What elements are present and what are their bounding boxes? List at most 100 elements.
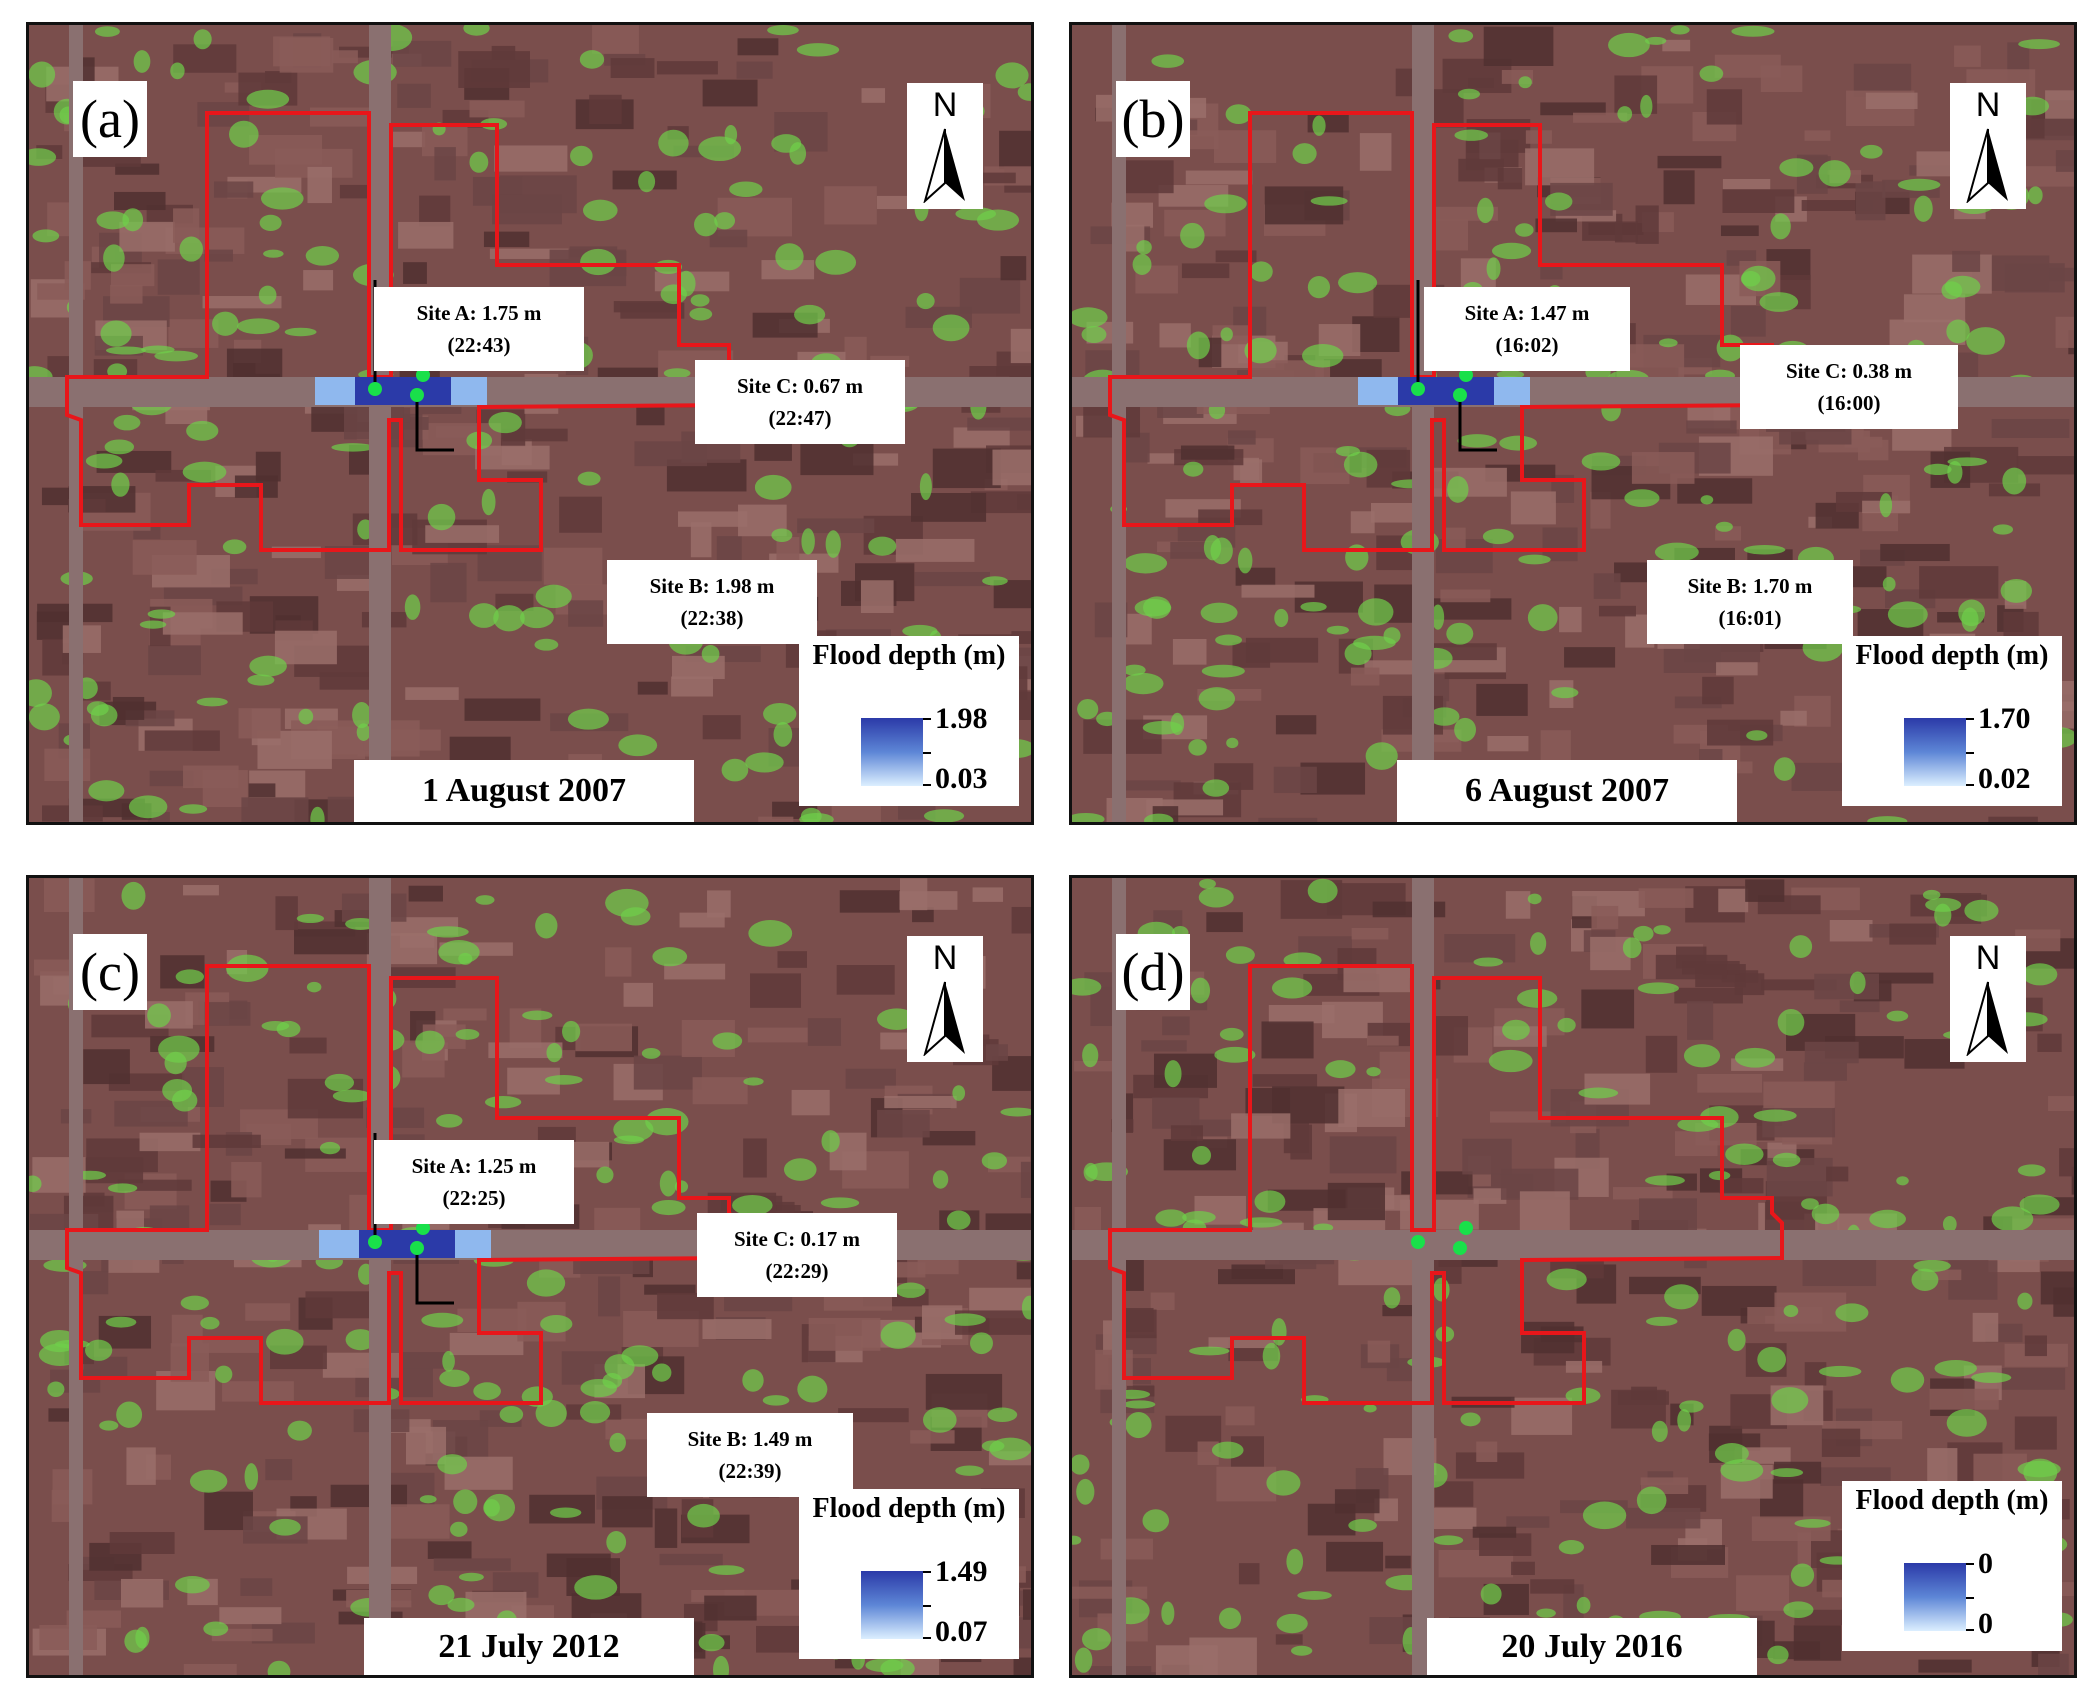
vegetation-patch [455, 1028, 480, 1040]
building-block [117, 1179, 192, 1191]
building-block [192, 1134, 261, 1148]
vegetation-patch [762, 1395, 790, 1406]
building-block [39, 1624, 97, 1650]
building-block [1487, 735, 1529, 752]
building-block [238, 708, 281, 739]
event-date: 1 August 2007 [354, 760, 694, 822]
vegetation-patch [180, 1295, 209, 1311]
vegetation-patch [1312, 115, 1326, 136]
vegetation-patch [1545, 192, 1573, 211]
building-block [274, 630, 337, 665]
building-block [116, 1210, 145, 1233]
vegetation-patch [1291, 1645, 1313, 1656]
building-block [1542, 527, 1578, 562]
vegetation-patch [763, 702, 797, 725]
building-block [1635, 205, 1659, 244]
vegetation-patch [484, 1493, 516, 1522]
north-arrow-icon [1966, 981, 2008, 1056]
vegetation-patch [164, 1051, 187, 1075]
vegetation-patch [1358, 598, 1394, 626]
building-block [1855, 181, 1886, 221]
vegetation-patch [1946, 1409, 1987, 1437]
vegetation-patch [721, 758, 749, 782]
building-block [168, 319, 219, 348]
building-block [1573, 112, 1628, 123]
vegetation-patch [427, 503, 456, 531]
building-block [241, 797, 309, 822]
building-block [2016, 456, 2074, 475]
building-block [1590, 936, 1631, 971]
building-block [204, 1002, 251, 1026]
vegetation-patch [104, 439, 135, 455]
vegetation-patch [794, 304, 826, 325]
vegetation-patch [436, 1113, 463, 1128]
building-block [307, 166, 332, 204]
building-block [707, 890, 731, 918]
panel-label: (a) [73, 81, 147, 157]
site-c-depth: Site C: 0.17 m [734, 1227, 860, 1251]
site-marker [1411, 382, 1425, 396]
building-block [914, 571, 990, 587]
vegetation-patch [620, 907, 651, 926]
building-block [602, 1496, 653, 1528]
building-block [211, 1628, 273, 1642]
site-marker [410, 388, 424, 402]
building-block [1638, 888, 1694, 908]
vegetation-patch [1731, 25, 1775, 37]
vegetation-patch [200, 1316, 220, 1330]
vegetation-patch [29, 61, 56, 88]
vegetation-patch [116, 1401, 143, 1428]
vegetation-patch [919, 473, 932, 501]
building-block [808, 1317, 881, 1351]
catchment-boundary [1108, 964, 1784, 1405]
building-block [1275, 1634, 1303, 1645]
vegetation-patch [244, 1463, 259, 1491]
vegetation-patch [182, 461, 227, 483]
building-block [419, 195, 451, 227]
building-block [1593, 573, 1621, 599]
building-block [2055, 150, 2074, 172]
vegetation-patch [170, 62, 185, 80]
vegetation-patch [29, 148, 57, 166]
building-block [2053, 1287, 2074, 1317]
vegetation-patch [1155, 1209, 1187, 1227]
building-block [1804, 1362, 1827, 1386]
building-block [1655, 954, 1728, 980]
vegetation-patch [1942, 1215, 1957, 1233]
building-block [1555, 210, 1617, 222]
building-block [610, 58, 655, 78]
vegetation-patch [659, 1170, 677, 1197]
building-block [1153, 1053, 1217, 1088]
building-block [209, 1203, 241, 1226]
vegetation-patch [1482, 528, 1514, 545]
vegetation-patch [1180, 222, 1205, 249]
vegetation-patch [1204, 194, 1247, 214]
north-letter: N [932, 939, 958, 977]
legend-tick [923, 718, 931, 720]
building-block [972, 887, 1004, 902]
building-block [692, 1077, 748, 1105]
vegetation-patch [969, 1332, 993, 1355]
building-block [1473, 1188, 1507, 1204]
site-b-leader [415, 395, 454, 452]
building-block [1141, 1040, 1187, 1052]
vegetation-patch [1262, 1342, 1281, 1370]
vegetation-patch [1922, 889, 1941, 900]
vegetation-patch [1725, 1143, 1764, 1165]
building-block [1802, 1254, 1877, 1287]
building-block [1472, 1526, 1517, 1538]
building-block [575, 1023, 633, 1052]
vegetation-patch [1077, 699, 1099, 720]
vegetation-patch [916, 293, 935, 310]
vegetation-patch [345, 917, 377, 930]
vegetation-patch [1274, 608, 1289, 628]
building-block [1334, 1489, 1380, 1514]
building-block [1338, 1088, 1406, 1127]
vegetation-patch [1770, 213, 1791, 240]
legend-tick [1966, 1563, 1974, 1565]
vegetation-patch [1700, 495, 1714, 505]
flood-depth-legend: Flood depth (m) 1.70 0.02 [1842, 636, 2062, 806]
vegetation-patch [469, 151, 489, 173]
vegetation-patch [1454, 717, 1477, 742]
legend-title: Flood depth (m) [1855, 640, 2049, 671]
